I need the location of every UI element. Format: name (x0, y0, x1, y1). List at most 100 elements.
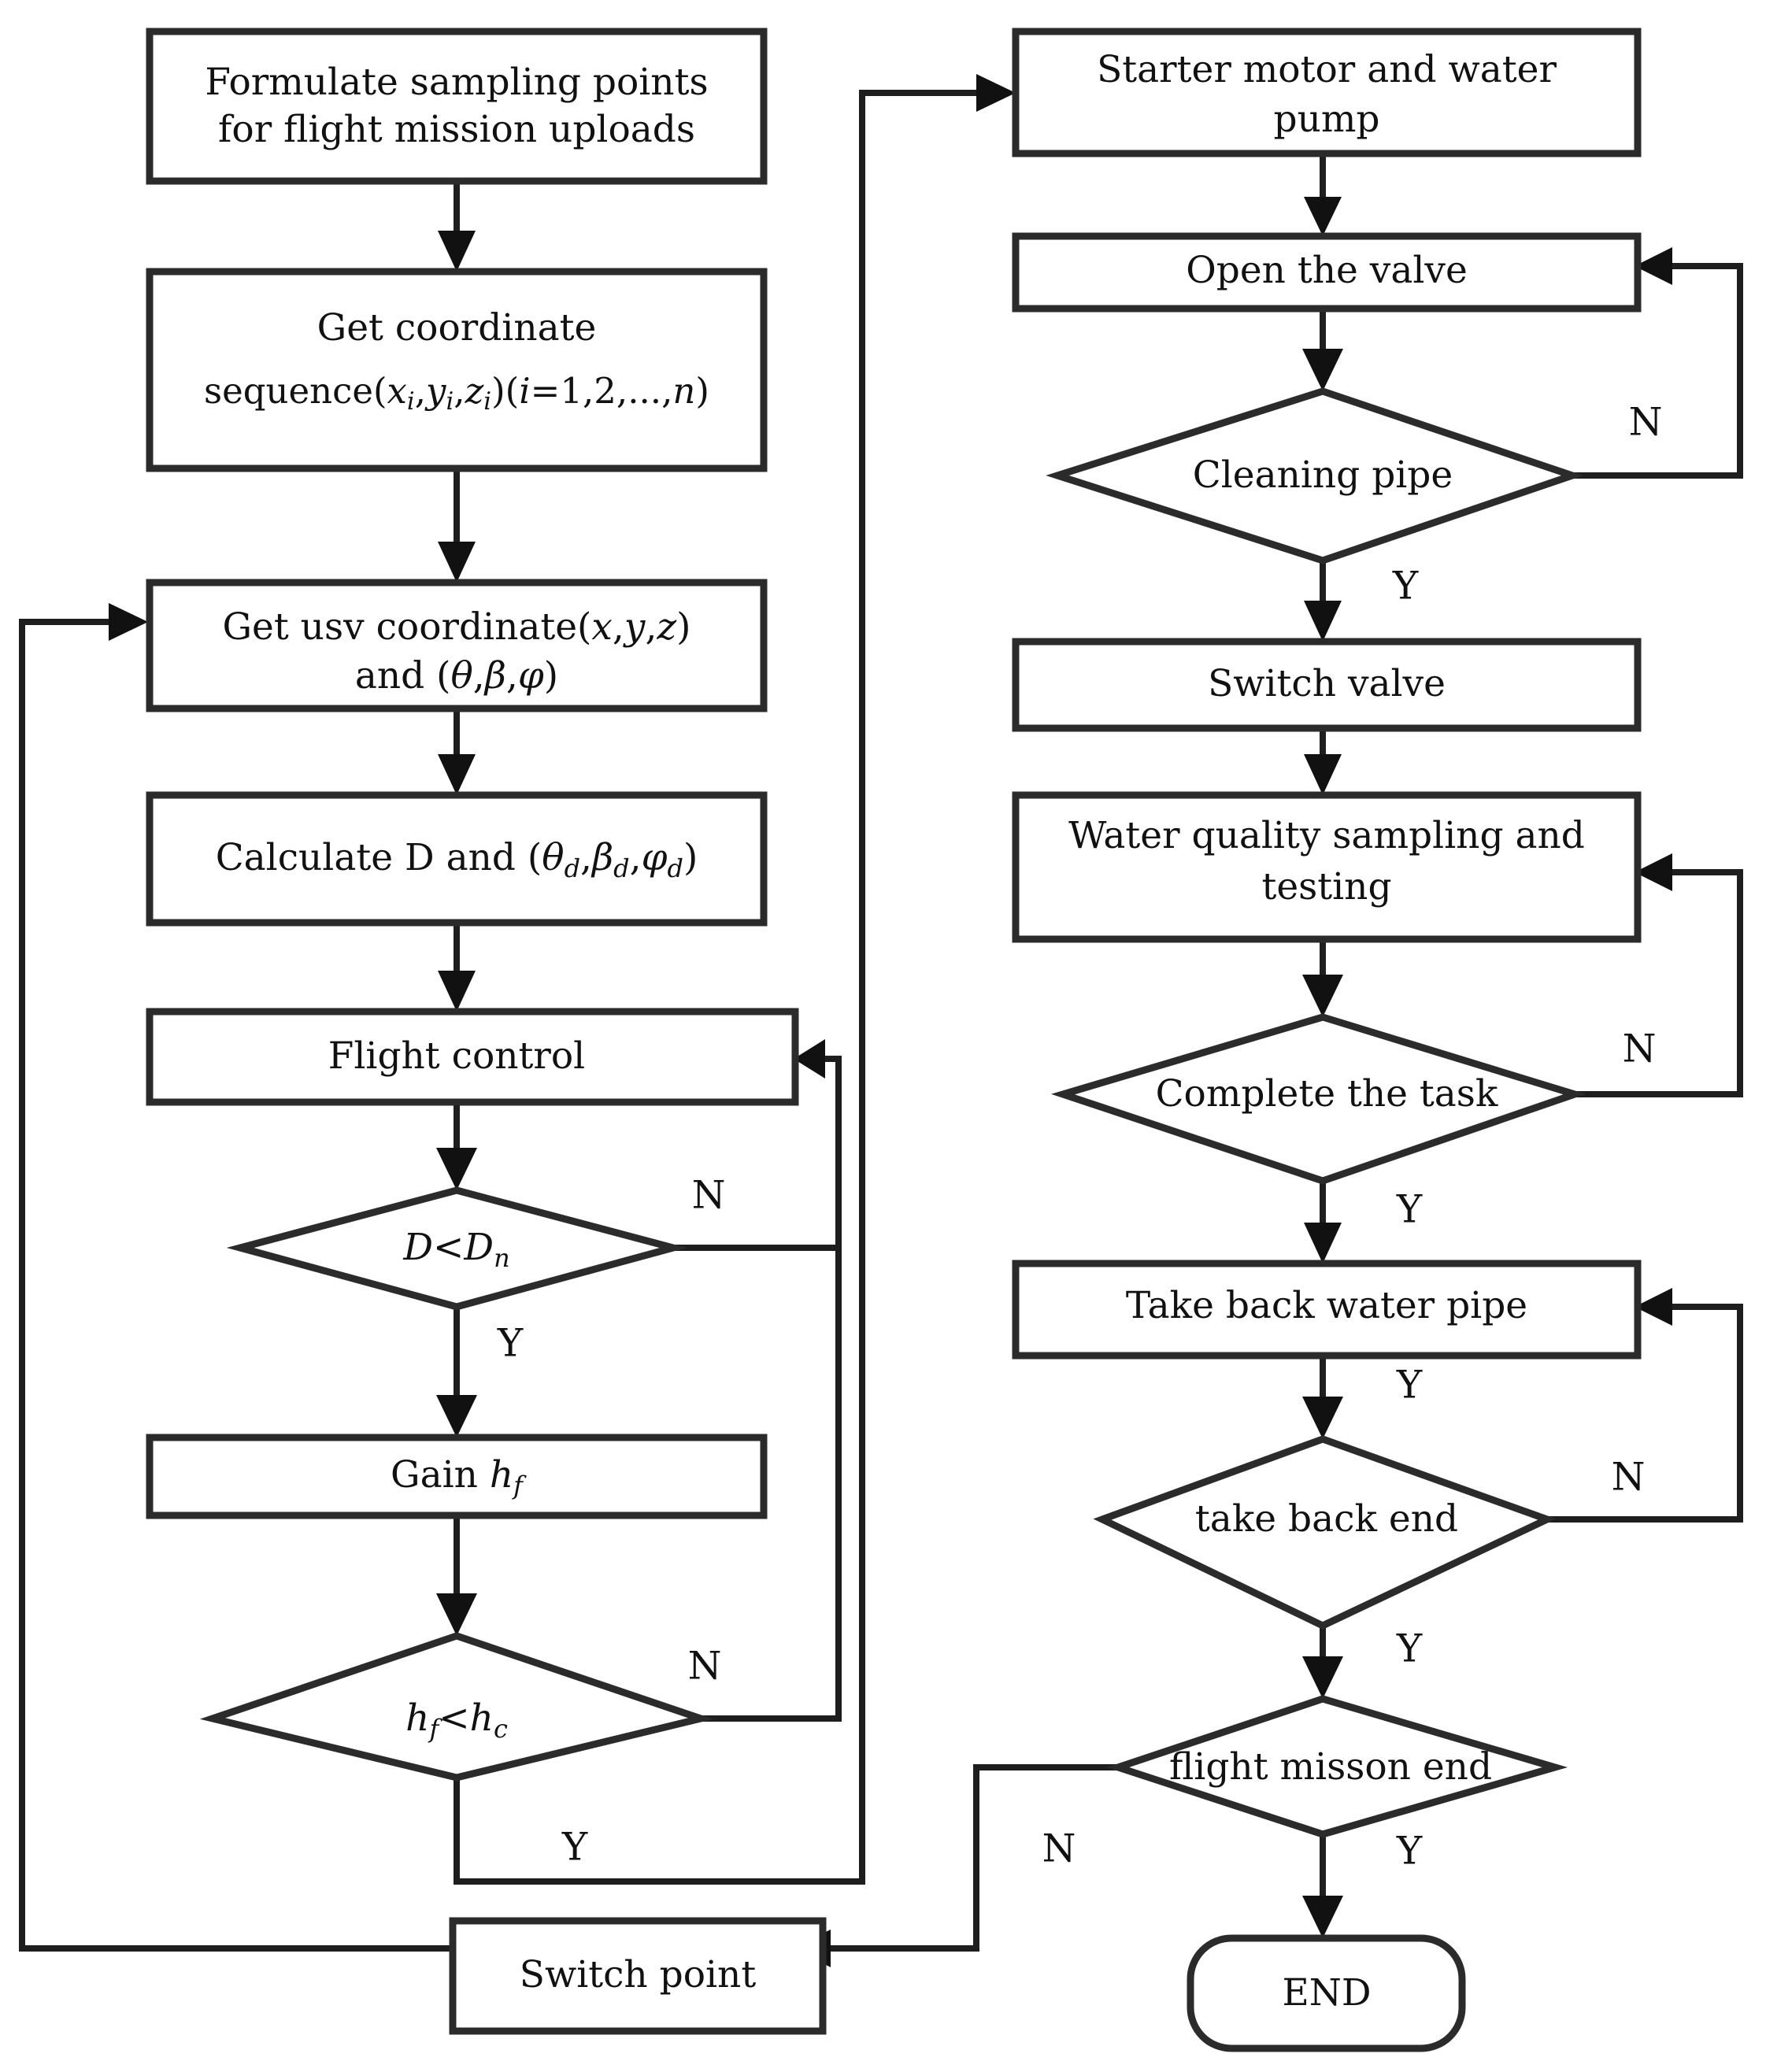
node-label: Take back water pipe (1126, 1284, 1527, 1327)
node-decision-hf-lt-hc[interactable]: hf<hc (199, 1632, 714, 1782)
node-starter-motor-pump[interactable]: Starter motor and water pump (1012, 28, 1642, 157)
arrowhead-dltdn-flightctl-n (794, 1039, 825, 1079)
node-decision-take-back-end[interactable]: take back end (1093, 1435, 1557, 1630)
node-label: Cleaning pipe (1193, 453, 1453, 497)
node-label: Switch valve (1208, 662, 1446, 705)
decision-diamond (1106, 1695, 1568, 1838)
node-switch-point[interactable]: Switch point (449, 1917, 827, 2035)
edge-cleanpipe-openvalve-n (1572, 263, 1743, 479)
node-label: Open the valve (1186, 249, 1468, 292)
node-flight-control[interactable]: Flight control (146, 1008, 799, 1106)
node-water-quality-sampling[interactable]: Water quality sampling and testing (1012, 791, 1642, 943)
arrowhead-dltdn-gainhf (436, 1395, 477, 1437)
process-box (1012, 1260, 1642, 1360)
arrowhead-getcoord-getusv (438, 542, 476, 583)
edge-tbend-takeback-n (1547, 1304, 1743, 1523)
node-label: take back end (1195, 1497, 1458, 1541)
node-decision-complete-task[interactable]: Complete the task (1051, 1013, 1586, 1185)
node-label: Flight control (328, 1034, 585, 1078)
node-label-line1: Formulate sampling points (205, 61, 708, 104)
node-formulate[interactable]: Formulate sampling points for flight mis… (146, 28, 768, 185)
node-label-line2: testing (1261, 865, 1391, 908)
arrowhead-calcd-flightctl (438, 971, 476, 1012)
branch-label-tbend-n: N (1612, 1455, 1646, 1500)
node-label: Switch point (520, 1953, 757, 1996)
branch-label-tbend-y: Y (1396, 1626, 1423, 1671)
edge-switchpt-getusv (19, 619, 453, 1952)
node-label-line2: and (θ,β,φ) (355, 654, 558, 697)
node-label-line1: Water quality sampling and (1068, 814, 1585, 857)
branch-label-missionend-y: Y (1396, 1829, 1423, 1874)
arrowhead-wqsample-completetsk (1302, 975, 1343, 1017)
edge-completetsk-wqsample-n (1575, 869, 1743, 1097)
process-box (146, 791, 768, 927)
arrowhead-switchvlv-wqsample (1304, 754, 1342, 795)
node-calculate-d[interactable]: Calculate D and (θd,βd,φd) (146, 791, 768, 927)
node-take-back-water-pipe[interactable]: Take back water pipe (1012, 1260, 1642, 1360)
process-box (1012, 28, 1642, 157)
branch-label-dltdn-n: N (692, 1173, 726, 1218)
edge-hflthc-flightctl-n (701, 1249, 842, 1722)
arrowhead-completetsk-wqsample-n (1635, 853, 1672, 891)
terminator-box (1187, 1934, 1466, 2052)
node-gain-hf[interactable]: Gain hf (146, 1434, 768, 1519)
process-box (146, 28, 768, 185)
decision-diamond (199, 1632, 714, 1782)
arrowhead-completetsk-takeback (1304, 1223, 1342, 1264)
node-decision-d-lt-dn[interactable]: D<Dn (226, 1186, 687, 1311)
node-end-terminator[interactable]: END (1187, 1934, 1466, 2052)
arrowhead-getusv-calcd (438, 754, 476, 795)
decision-diamond (1093, 1435, 1557, 1630)
node-label: flight misson end (1169, 1745, 1492, 1789)
arrowhead-starter-openvalve (1304, 197, 1342, 236)
node-open-the-valve[interactable]: Open the valve (1012, 232, 1642, 313)
branch-label-layer: N Y N Y N Y N Y Y N Y N Y (497, 400, 1663, 1874)
node-label-line2: for flight mission uploads (218, 108, 695, 151)
node-decision-flight-mission-end[interactable]: flight misson end (1106, 1695, 1568, 1838)
process-box (146, 1434, 768, 1519)
node-label: D<Dn (402, 1226, 509, 1273)
arrowhead-flightctl-dltdn (436, 1148, 477, 1190)
node-label: Calculate D and (θd,βd,φd) (216, 836, 698, 883)
arrowhead-takeback-tbend (1302, 1397, 1343, 1439)
process-box (146, 579, 768, 712)
branch-label-takeback-y: Y (1396, 1363, 1423, 1408)
arrowhead-formulate-getcoord (438, 231, 476, 272)
node-label-line1: Get usv coordinate(x,y,z) (223, 605, 691, 649)
node-label-line1: Starter motor and water (1097, 48, 1557, 91)
branch-label-hflthc-y: Y (561, 1825, 588, 1870)
decision-diamond (1051, 1013, 1586, 1185)
branch-label-cleanpipe-n: N (1629, 400, 1663, 445)
node-label: Complete the task (1156, 1072, 1498, 1116)
decision-diamond (1046, 387, 1584, 564)
arrowhead-missionend-end (1302, 1896, 1343, 1938)
node-label-line2: sequence(xi,yi,zi)(i=1,2,...,n) (204, 370, 709, 416)
node-label: END (1282, 1971, 1371, 2015)
node-get-coordinate-sequence[interactable]: Get coordinate sequence(xi,yi,zi)(i=1,2,… (146, 268, 768, 472)
connector-layer (19, 74, 1743, 1967)
branch-label-completetsk-y: Y (1396, 1187, 1423, 1232)
node-label-line2: pump (1273, 98, 1379, 141)
decision-diamond (226, 1186, 687, 1311)
process-box (1012, 232, 1642, 313)
arrowhead-tbend-takeback-n (1635, 1288, 1672, 1326)
arrowhead-tbend-missionend (1302, 1656, 1343, 1699)
process-box (1012, 791, 1642, 943)
node-get-usv-coordinate[interactable]: Get usv coordinate(x,y,z) and (θ,β,φ) (146, 579, 768, 712)
node-switch-valve[interactable]: Switch valve (1012, 638, 1642, 732)
edge-hflthc-starter-y (454, 90, 990, 1885)
node-decision-cleaning-pipe[interactable]: Cleaning pipe (1046, 387, 1584, 564)
arrowhead-gainhf-hflthc (436, 1593, 477, 1636)
branch-label-completetsk-n: N (1623, 1027, 1657, 1071)
branch-label-cleanpipe-y: Y (1392, 564, 1419, 609)
arrowhead-cleanpipe-switchvlv (1304, 601, 1342, 642)
node-label-line1: Get coordinate (317, 306, 597, 350)
node-label: hf<hc (405, 1696, 508, 1744)
arrowhead-cleanpipe-openvalve-n (1635, 247, 1672, 285)
node-label: Gain hf (391, 1453, 527, 1500)
process-box (146, 1008, 799, 1106)
process-box (1012, 638, 1642, 732)
arrowhead-switchpt-getusv (109, 603, 148, 641)
